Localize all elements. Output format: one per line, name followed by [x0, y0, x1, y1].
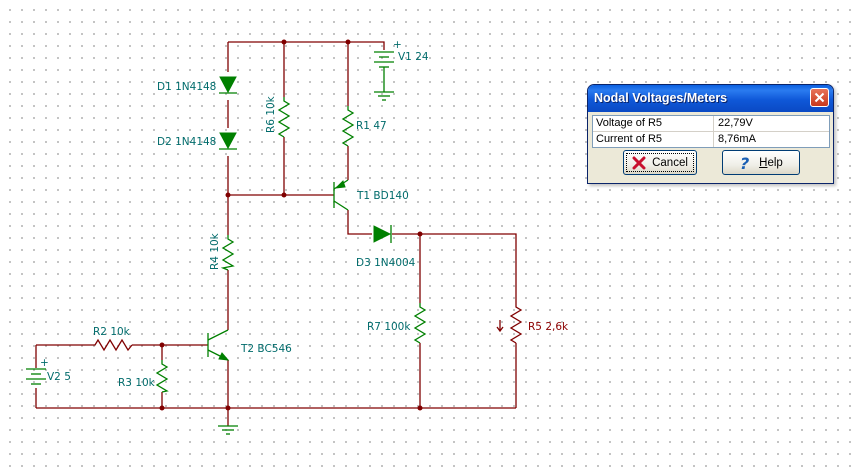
- help-label-rest: elp: [767, 156, 783, 169]
- current-arrow-icon: [496, 320, 504, 333]
- resistor-r3[interactable]: [155, 360, 169, 393]
- label-d1: D1 1N4148: [157, 81, 216, 93]
- label-r5: R5 2,6k: [528, 321, 569, 333]
- transistor-t2[interactable]: [207, 329, 230, 361]
- v2-plus-sign: +: [40, 357, 49, 369]
- meters-table: Voltage of R5 22,79V Current of R5 8,76m…: [592, 115, 830, 148]
- diode-d1[interactable]: [219, 76, 237, 94]
- question-mark-icon: ?: [740, 155, 749, 171]
- help-label: Help: [759, 157, 783, 169]
- nodal-voltages-dialog: Nodal Voltages/Meters Voltage of R5 22,7…: [587, 84, 834, 184]
- meter-value: 8,76mA: [718, 133, 756, 145]
- battery-v2[interactable]: [26, 368, 46, 385]
- table-row: Voltage of R5 22,79V: [593, 116, 829, 132]
- battery-v1[interactable]: [374, 51, 394, 92]
- help-label-mnemonic: H: [759, 156, 768, 169]
- dialog-titlebar[interactable]: Nodal Voltages/Meters: [588, 85, 833, 112]
- resistor-r7[interactable]: [413, 303, 427, 344]
- svg-text:?: ?: [740, 155, 749, 171]
- label-r2: R2 10k: [93, 326, 131, 338]
- junction-nodes: [159, 39, 423, 411]
- label-d3: D3 1N4004: [356, 257, 416, 269]
- diode-d3[interactable]: [373, 225, 392, 243]
- cancel-button[interactable]: Cancel: [623, 150, 697, 175]
- table-row: Current of R5 8,76mA: [593, 132, 829, 147]
- label-r1: R1 47: [356, 120, 387, 132]
- label-r3: R3 10k: [118, 377, 156, 389]
- label-t2: T2 BC546: [240, 343, 292, 355]
- resistor-r4[interactable]: [220, 235, 235, 271]
- resistor-r5[interactable]: [509, 303, 523, 344]
- label-t1: T1 BD140: [356, 190, 409, 202]
- close-icon: [814, 92, 825, 103]
- label-r6: R6 10k: [265, 95, 277, 133]
- meter-value: 22,79V: [718, 117, 753, 129]
- cancel-label: Cancel: [652, 156, 688, 169]
- wires: [35, 41, 517, 426]
- resistor-r1[interactable]: [341, 106, 355, 147]
- dialog-title: Nodal Voltages/Meters: [594, 91, 728, 105]
- label-v1: V1 24: [398, 51, 429, 63]
- label-v2: V2 5: [47, 371, 71, 383]
- transistor-t1[interactable]: [333, 179, 349, 211]
- meter-name: Current of R5: [593, 132, 714, 147]
- ground-v1: [374, 91, 394, 101]
- v1-plus-sign: +: [393, 39, 402, 51]
- resistor-r2[interactable]: [90, 338, 133, 352]
- close-button[interactable]: [810, 88, 829, 107]
- ground-main: [218, 425, 238, 435]
- resistor-r6[interactable]: [277, 97, 291, 138]
- help-button[interactable]: ? Help: [722, 150, 800, 175]
- red-x-icon: [632, 156, 646, 169]
- label-r7: R7 100k: [367, 321, 411, 333]
- diode-d2[interactable]: [219, 132, 237, 150]
- label-d2: D2 1N4148: [157, 136, 216, 148]
- label-r4: R4 10k: [209, 232, 221, 270]
- meter-name: Voltage of R5: [593, 116, 714, 131]
